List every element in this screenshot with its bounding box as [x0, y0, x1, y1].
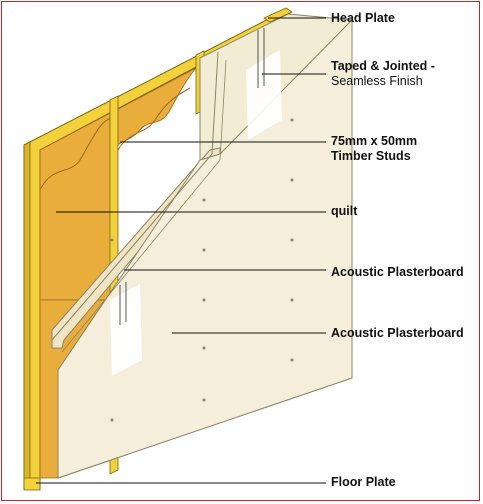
acoustic-plasterboard-label-1: Acoustic Plasterboard: [331, 265, 464, 280]
seamless-finish-text: Seamless Finish: [331, 74, 423, 88]
taped-jointed-label: Taped & Jointed - Seamless Finish: [331, 59, 435, 89]
acoustic-plasterboard-text-2: Acoustic Plasterboard: [331, 326, 464, 340]
floor-plate: [23, 477, 41, 491]
quilt-wave-upper: [39, 117, 113, 191]
board-edge-diagonal-inner: [61, 59, 227, 353]
board-edge-diagonal: [51, 51, 219, 341]
taped-joint-upper: [246, 28, 282, 140]
head-plate-text: Head Plate: [331, 11, 395, 25]
floor-plate-label: Floor Plate: [331, 475, 396, 490]
quilt-label: quilt: [331, 204, 357, 219]
studs-size-text: 75mm x 50mm: [331, 134, 418, 148]
studs-name-text: Timber Studs: [331, 149, 411, 163]
floor-plate-text: Floor Plate: [331, 475, 396, 489]
quilt-wave-middle: [117, 87, 191, 151]
timber-studs-label: 75mm x 50mm Timber Studs: [331, 134, 417, 164]
left-timber-frame-side: [23, 141, 31, 489]
quilt-text: quilt: [331, 204, 358, 218]
head-plate-label: Head Plate: [331, 11, 395, 26]
screw-fixings: [110, 118, 294, 422]
acoustic-plasterboard-label-2: Acoustic Plasterboard: [331, 326, 464, 341]
taped-jointed-text: Taped & Jointed -: [331, 59, 435, 73]
leader-lines: [36, 17, 326, 484]
taped-joint-lower: [110, 282, 142, 376]
acoustic-plasterboard-text-1: Acoustic Plasterboard: [331, 265, 464, 279]
